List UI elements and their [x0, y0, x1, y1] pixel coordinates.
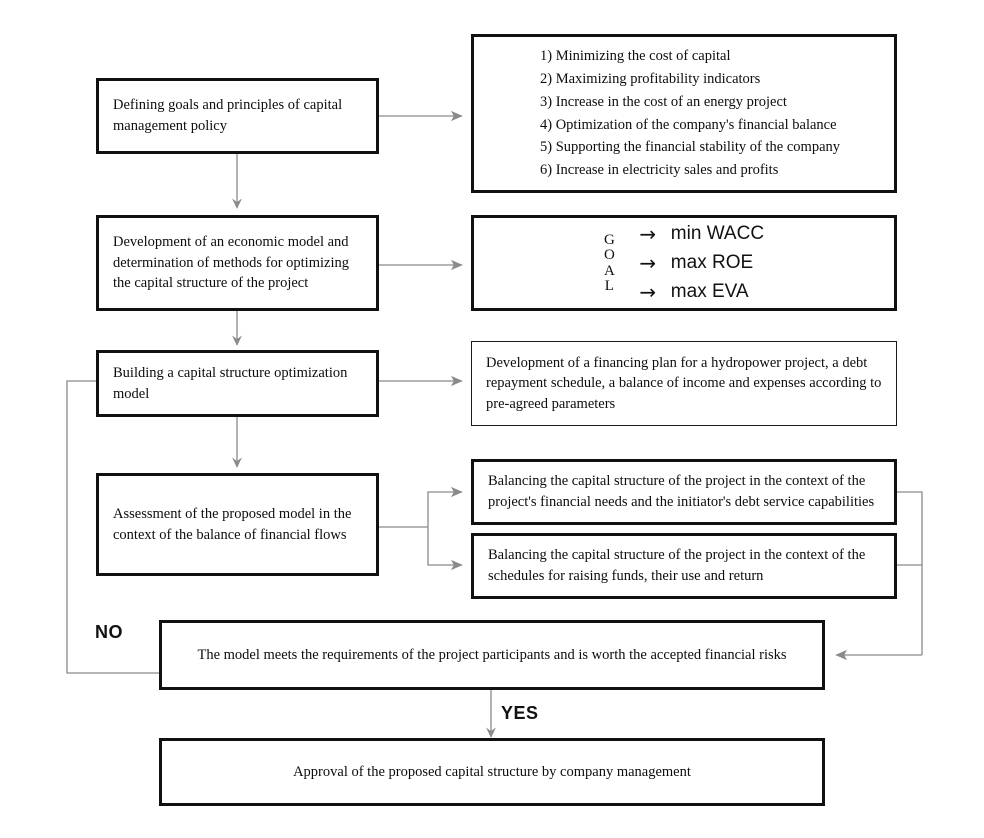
arrow-right-icon: → — [639, 221, 657, 246]
goals-list-item: 5) Supporting the financial stability of… — [540, 139, 841, 156]
goal-letter: O — [603, 247, 615, 264]
box-economic-model-text: Development of an economic model and det… — [113, 234, 349, 292]
box-goals-list-text: 1) Minimizing the cost of capital 2) Max… — [474, 45, 894, 182]
goals-list-item: 4) Optimization of the company's financi… — [540, 116, 837, 133]
box-goals-list[interactable]: 1) Minimizing the cost of capital 2) Max… — [471, 34, 897, 193]
box-balancing-schedules[interactable]: Balancing the capital structure of the p… — [471, 533, 897, 599]
box-balancing-schedules-text: Balancing the capital structure of the p… — [488, 547, 866, 584]
box-approval-text: Approval of the proposed capital structu… — [293, 763, 691, 780]
box-approval[interactable]: Approval of the proposed capital structu… — [159, 738, 825, 806]
goal-letter: A — [603, 262, 615, 279]
box-balancing-needs[interactable]: Balancing the capital structure of the p… — [471, 459, 897, 525]
goal-objective-row: → max ROE — [625, 250, 764, 277]
goals-list-item: 6) Increase in electricity sales and pro… — [540, 162, 779, 179]
goal-objective-label: max ROE — [670, 252, 754, 274]
goal-panel-inner: G O A L → min WACC → max ROE → max EVA — [474, 221, 894, 306]
box-decision-text: The model meets the requirements of the … — [197, 646, 787, 663]
goal-objective-row: → min WACC — [625, 221, 764, 248]
box-goal-panel[interactable]: G O A L → min WACC → max ROE → max EVA — [471, 215, 897, 311]
box-assessment[interactable]: Assessment of the proposed model in the … — [96, 473, 379, 576]
goal-objective-label: min WACC — [670, 223, 765, 245]
box-decision[interactable]: The model meets the requirements of the … — [159, 620, 825, 690]
label-yes: YES — [501, 703, 539, 723]
label-no: NO — [95, 622, 123, 642]
box-building-model[interactable]: Building a capital structure optimizatio… — [96, 350, 379, 417]
connector-assessment-to-balancing-needs — [427, 486, 463, 527]
arrow-right-icon: → — [639, 250, 657, 275]
box-defining-goals-text: Defining goals and principles of capital… — [113, 97, 343, 134]
goals-list-item: 3) Increase in the cost of an energy pro… — [540, 93, 787, 110]
arrow-right-icon: → — [639, 279, 657, 304]
connector-balancing-needs-return — [897, 491, 923, 655]
box-balancing-needs-text: Balancing the capital structure of the p… — [488, 473, 875, 510]
goal-letter: G — [603, 231, 615, 248]
box-financing-plan[interactable]: Development of a financing plan for a hy… — [471, 341, 897, 426]
goal-objective-row: → max EVA — [625, 279, 764, 306]
goals-list-item: 2) Maximizing profitability indicators — [540, 70, 761, 87]
connector-assessment-to-balancing-schedules — [427, 527, 463, 571]
goal-acronym: G O A L — [604, 232, 615, 295]
goal-letter: L — [604, 277, 614, 294]
goal-objective-rows: → min WACC → max ROE → max EVA — [625, 221, 764, 306]
goals-list-item: 1) Minimizing the cost of capital — [540, 47, 731, 64]
box-defining-goals[interactable]: Defining goals and principles of capital… — [96, 78, 379, 154]
box-building-model-text: Building a capital structure optimizatio… — [113, 364, 348, 402]
box-assessment-text: Assessment of the proposed model in the … — [113, 505, 352, 543]
box-economic-model[interactable]: Development of an economic model and det… — [96, 215, 379, 311]
goal-objective-label: max EVA — [670, 281, 749, 303]
box-financing-plan-text: Development of a financing plan for a hy… — [486, 354, 882, 412]
